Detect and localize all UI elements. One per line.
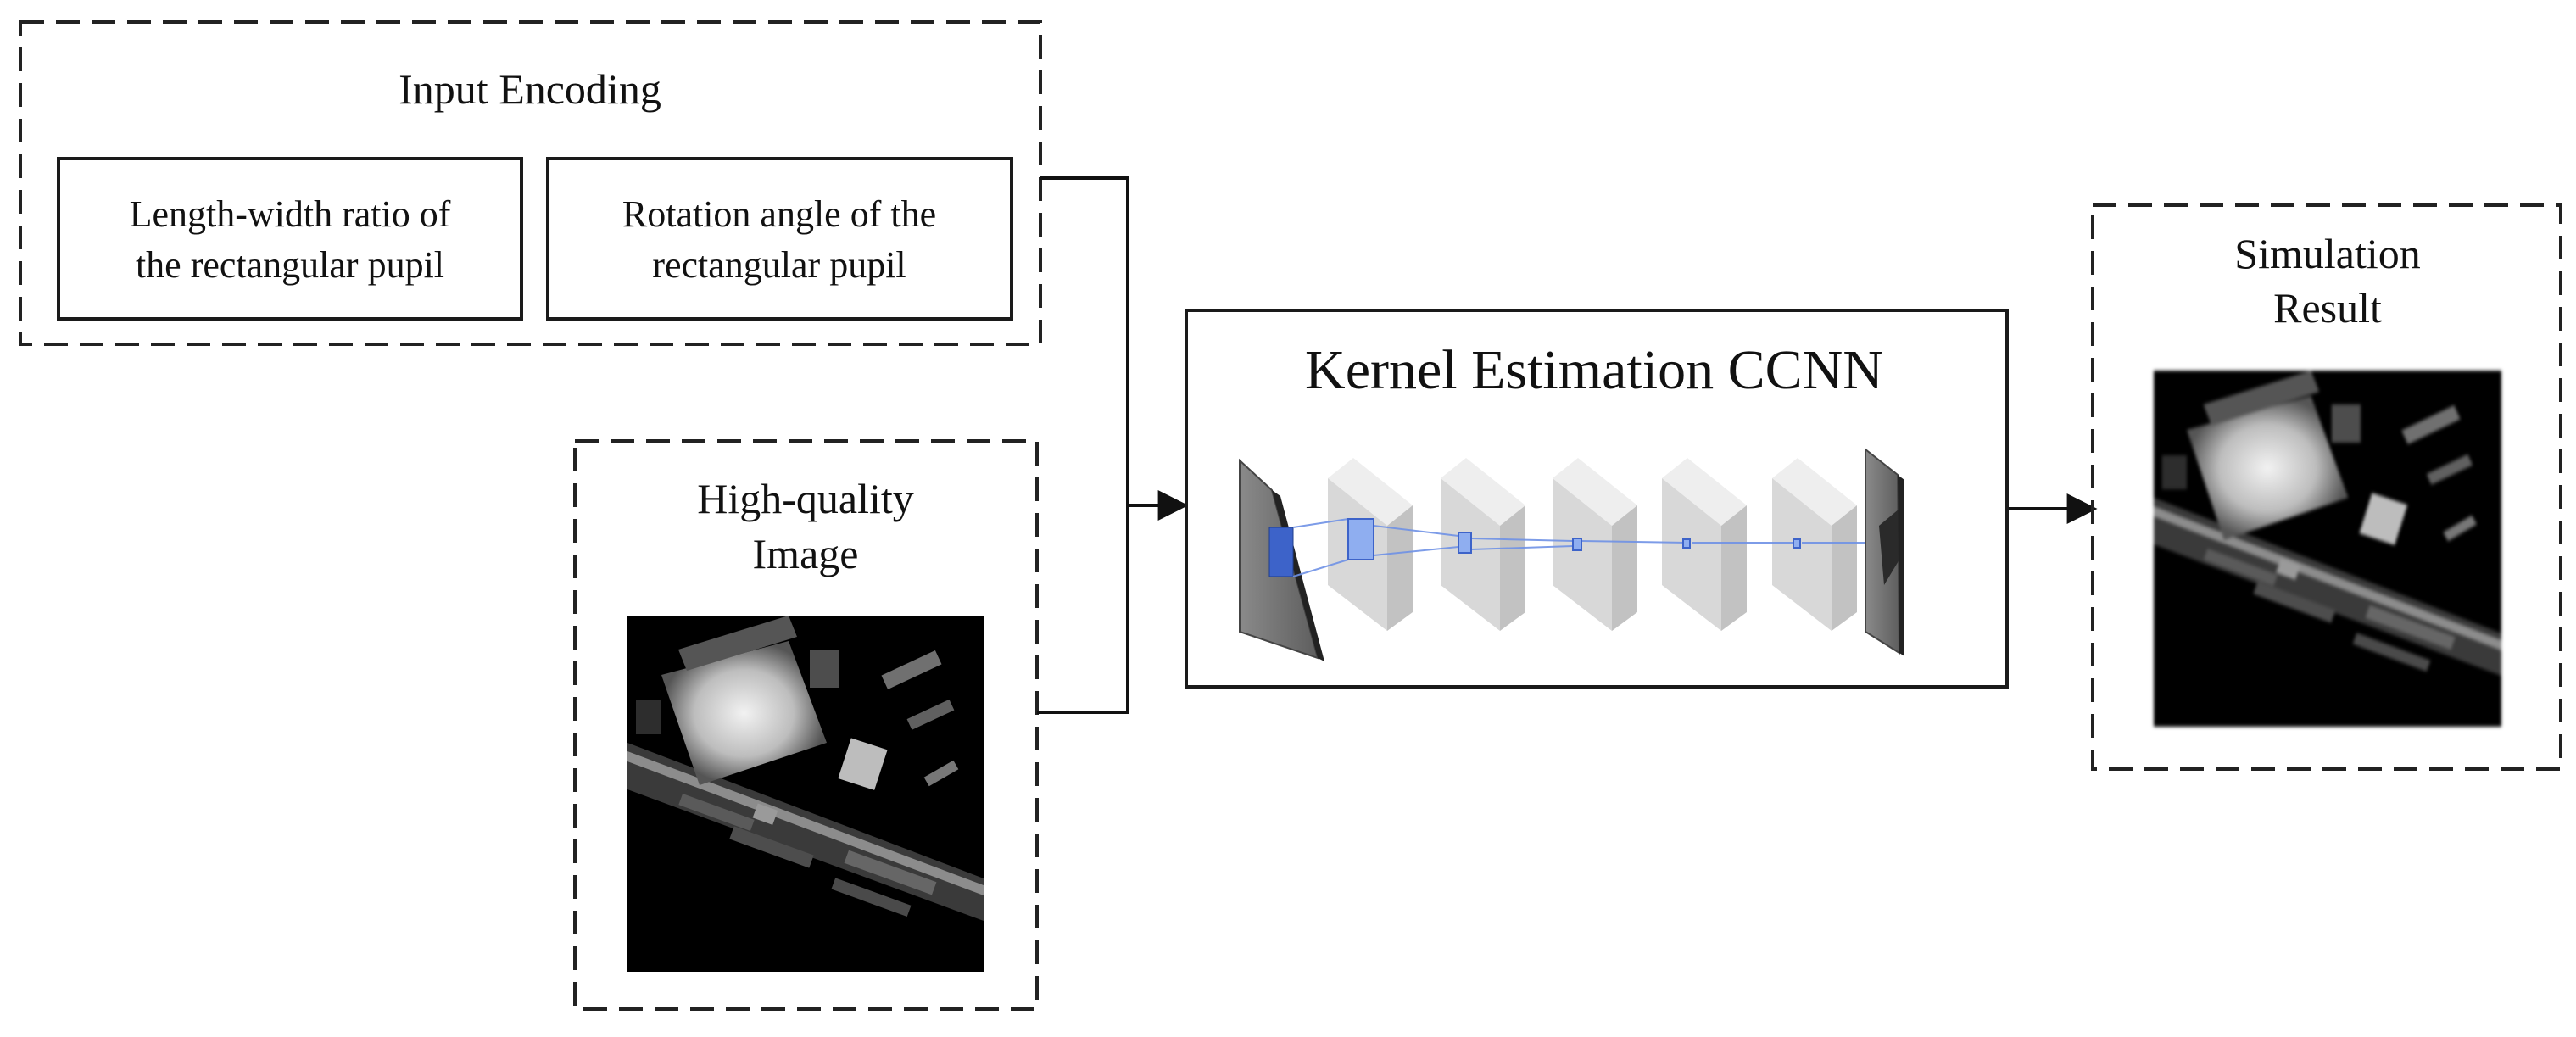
rotation-angle-line1: Rotation angle of the <box>622 193 936 235</box>
ccnn-group: Kernel Estimation CCNN <box>1185 309 2009 689</box>
kernel-cubes <box>1347 518 1801 560</box>
high-quality-line1: High-quality <box>697 475 914 522</box>
simulation-result-group: Simulation Result <box>2091 203 2562 771</box>
output-feature-slab <box>1865 447 1904 656</box>
high-quality-line2: Image <box>753 530 859 577</box>
length-width-ratio-line1: Length-width ratio of <box>130 193 451 235</box>
connector-from-encoding <box>1040 176 1129 505</box>
high-quality-image-group: High-quality Image <box>573 439 1039 1011</box>
length-width-ratio-box <box>57 157 523 321</box>
ccnn-title: Kernel Estimation CCNN <box>1305 339 1883 401</box>
input-encoding-title: Input Encoding <box>399 65 661 113</box>
simulation-dashed-frame <box>2091 203 2562 771</box>
conv-layer <box>1662 458 1747 631</box>
high-quality-dashed-frame <box>573 439 1039 1011</box>
high-quality-satellite-image <box>627 616 984 972</box>
rotation-angle-line2: rectangular pupil <box>652 244 906 286</box>
input-encoding-group: Input Encoding Length-width ratio of the… <box>19 20 1042 346</box>
rotation-angle-box <box>546 157 1013 321</box>
simulation-line2: Result <box>2273 284 2382 332</box>
simulation-result-image <box>2154 371 2501 727</box>
connectors <box>1037 176 2098 714</box>
conv-layer <box>1553 458 1637 631</box>
conv-layer <box>1772 458 1857 631</box>
input-encoding-dashed-frame <box>19 20 1042 346</box>
length-width-ratio-line2: the rectangular pupil <box>136 244 444 286</box>
kernel-connections <box>1292 518 1891 577</box>
connector-from-image <box>1037 505 1129 714</box>
simulation-line1: Simulation <box>2234 230 2420 277</box>
conv-layers <box>1328 458 1857 631</box>
conv-layer <box>1441 458 1525 631</box>
